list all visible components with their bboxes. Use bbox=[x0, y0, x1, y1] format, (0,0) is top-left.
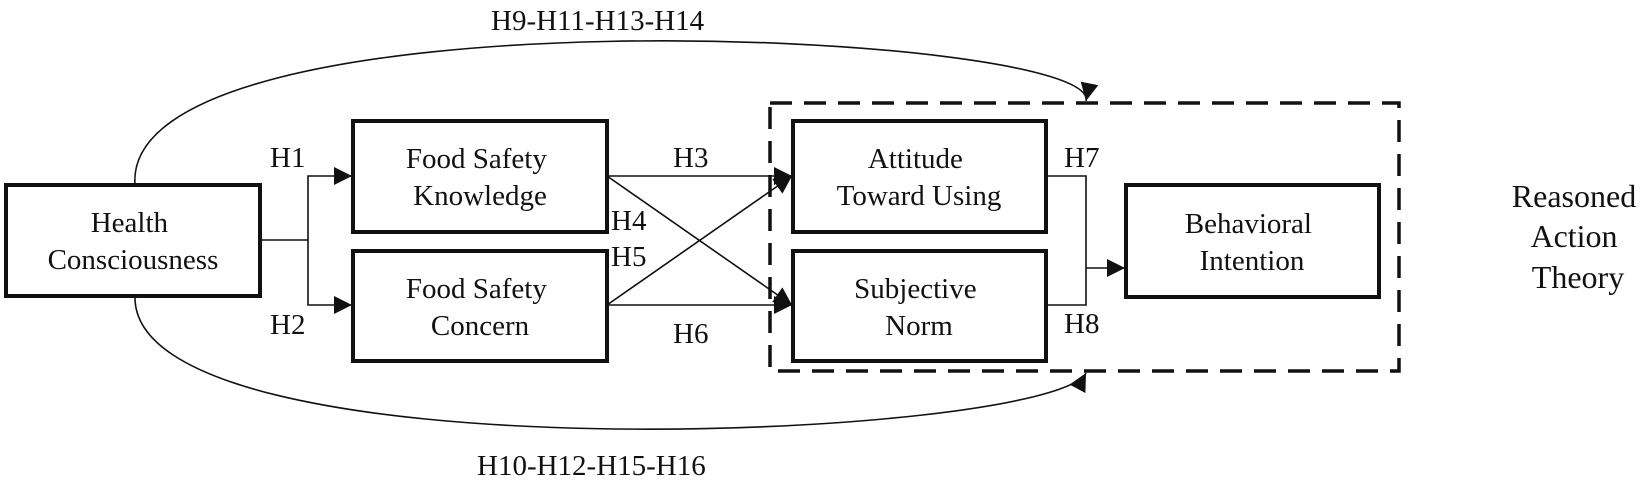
behavioral-intention-box bbox=[1124, 183, 1381, 299]
behavioral-intention-label: Behavioral Intention bbox=[1185, 208, 1319, 277]
h1-label: H1 bbox=[270, 142, 305, 174]
top-arc-label: H9-H11-H13-H14 bbox=[491, 5, 705, 37]
health-consciousness-label: Health Consciousness bbox=[48, 207, 219, 276]
h3-label: H3 bbox=[673, 142, 708, 174]
h7-connector bbox=[1046, 175, 1087, 268]
subjective-norm-label: Subjective Norm bbox=[854, 273, 984, 342]
food-safety-knowledge-label: Food Safety Knowledge bbox=[406, 143, 554, 212]
h5-label: H5 bbox=[611, 241, 646, 273]
h2-label: H2 bbox=[270, 309, 305, 341]
food-safety-knowledge-box bbox=[351, 119, 609, 234]
h2-arrow bbox=[307, 240, 352, 314]
h5-arrow bbox=[606, 175, 793, 306]
health-consciousness-box bbox=[4, 183, 262, 298]
subjective-norm-box bbox=[791, 249, 1048, 363]
h6-label: H6 bbox=[673, 318, 708, 350]
h7-label: H7 bbox=[1064, 142, 1099, 174]
attitude-toward-using-box bbox=[791, 119, 1048, 234]
bottom-arc-arrow bbox=[134, 295, 1087, 430]
food-safety-concern-label: Food Safety Concern bbox=[406, 273, 554, 342]
h1-arrow bbox=[307, 167, 352, 240]
reasoned-action-theory-label: Reasoned Action Theory bbox=[1512, 178, 1642, 295]
h8-connector bbox=[1046, 268, 1087, 306]
attitude-toward-using-label: Attitude Toward Using bbox=[837, 143, 1002, 212]
reasoned-action-theory-group bbox=[768, 101, 1401, 373]
food-safety-concern-box bbox=[351, 249, 609, 363]
h4-label: H4 bbox=[611, 205, 647, 237]
bottom-arc-label: H10-H12-H15-H16 bbox=[477, 450, 706, 482]
top-arc-arrow bbox=[134, 40, 1099, 186]
h8-label: H8 bbox=[1064, 308, 1099, 340]
